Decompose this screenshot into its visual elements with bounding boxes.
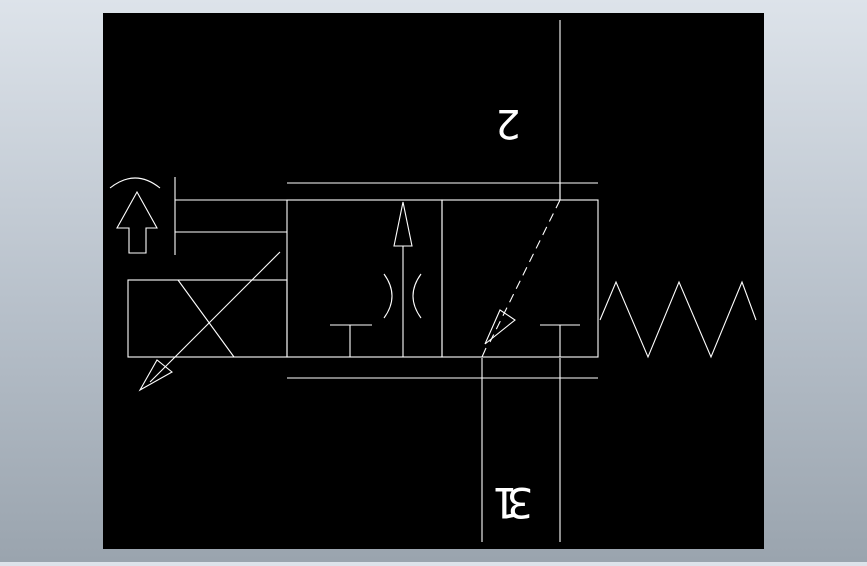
flow-path-dashed (489, 199, 561, 343)
manual-override-arrow (116, 190, 158, 254)
flow-arrow-head (484, 309, 516, 345)
solenoid-arrow-head (138, 359, 173, 392)
throttle-arc-left (383, 273, 393, 319)
spring-return-zigzag (599, 280, 757, 359)
solenoid-coil-box (127, 279, 288, 358)
port-label-bottom: 3 (507, 478, 534, 527)
exhaust-tick (481, 347, 487, 358)
valve-envelope-right (441, 199, 599, 358)
port-label-top: 2 (495, 100, 520, 146)
solenoid-winding-1 (177, 279, 235, 358)
passage-arrow-head (393, 201, 413, 247)
throttle-arc-right (412, 273, 422, 319)
manual-override-arc (109, 177, 161, 189)
drawing-canvas (103, 13, 764, 549)
solenoid-winding-2 (149, 251, 281, 383)
port-label-bottom-prefix: 1 (492, 478, 519, 527)
